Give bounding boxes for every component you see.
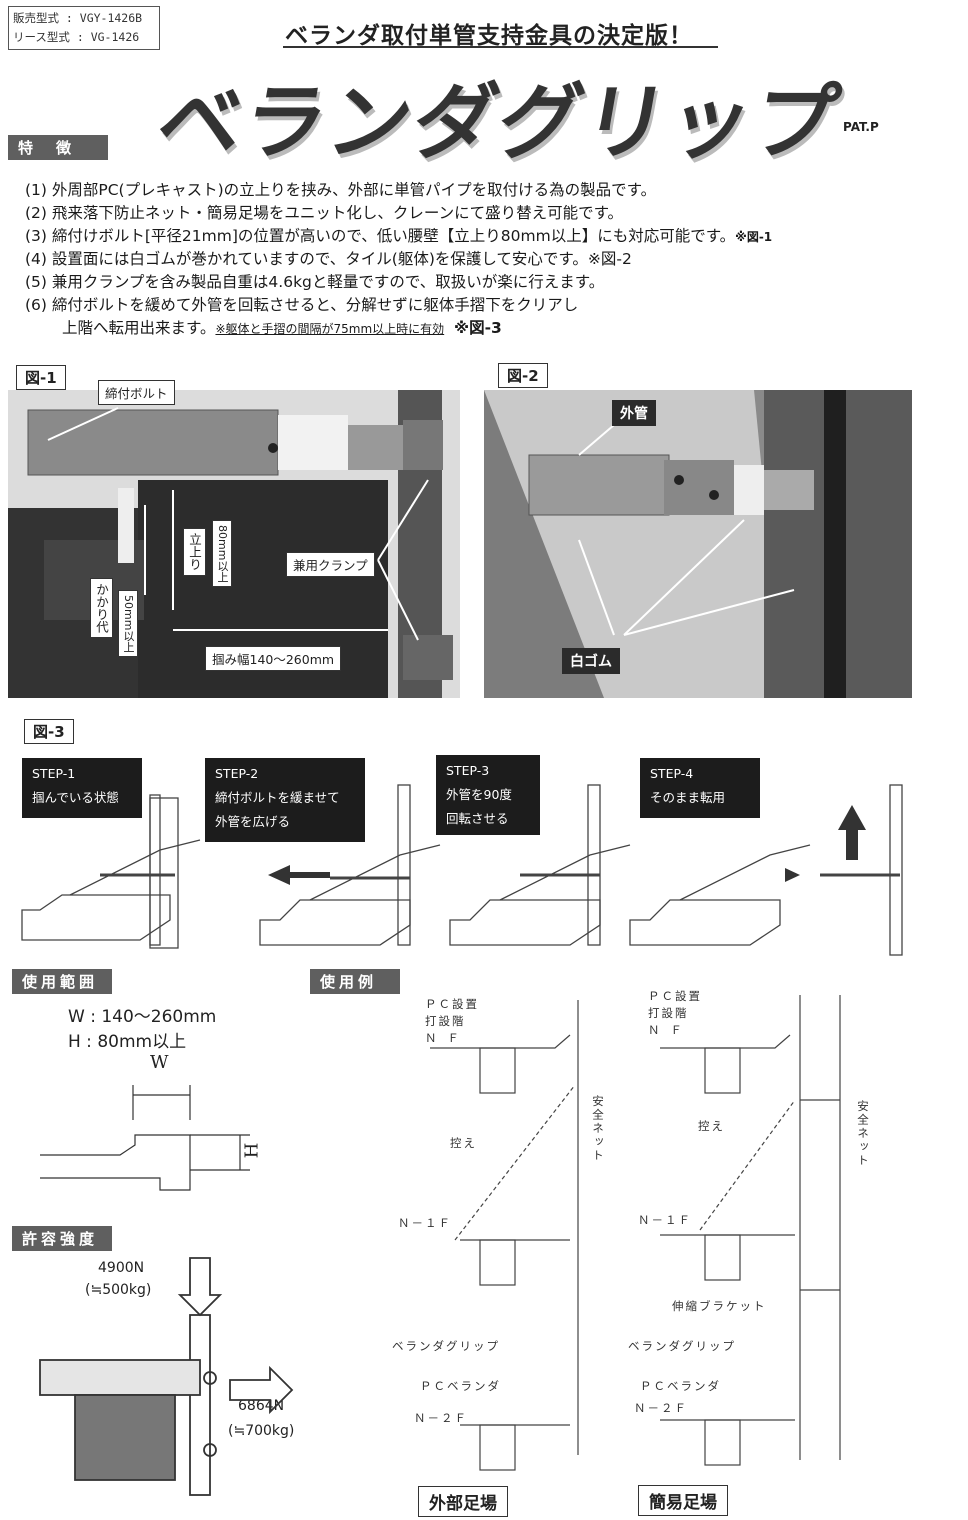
model-number-box: 販売型式 : VGY-1426B リース型式 : VG-1426 [8,6,160,50]
strength-horizontal-kg: (≒700kg) [228,1423,295,1439]
fig2-label: 図-2 [498,363,548,388]
left-nf: Ｎ Ｆ [425,1031,461,1045]
features-heading: 特 徴 [8,135,108,160]
feature-item-2: (2) 飛来落下防止ネット・簡易足場をユニット化し、クレーンにて盛り替え可能です… [25,204,624,222]
step-4-box: STEP-4 そのまま転用 [640,758,760,818]
right-casting-floor: 打設階 [648,1006,689,1020]
tagline-underline [283,46,718,48]
feature-item-6-cont: 上階へ転用出来ます。※躯体と手摺の間隔が75mm以上時に有効 ※図-3 [62,319,502,337]
right-net: 安全ネット [856,1100,870,1168]
feature-item-3: (3) 締付けボルト[平径21mm]の位置が高いので、低い腰壁【立上り80mm以… [25,227,773,245]
feature-6-ref: ※図-3 [454,319,502,337]
sale-model: 販売型式 : VGY-1426B [13,11,143,25]
right-grip: ベランダグリップ [628,1339,736,1353]
right-example-title: 簡易足場 [638,1485,728,1516]
fig1-hook-value: 50mm以上 [118,590,138,658]
right-pc-veranda: ＰＣベランダ [640,1379,721,1393]
feature-6-note: ※躯体と手摺の間隔が75mm以上時に有効 [215,322,445,336]
feature-item-5: (5) 兼用クランプを含み製品自重は4.6kgと軽量ですので、取扱いが楽に行えま… [25,273,605,291]
right-bracket: 伸縮ブラケット [672,1299,767,1313]
fig3-label: 図-3 [24,719,74,744]
left-pc-veranda: ＰＣベランダ [420,1379,501,1393]
step-3-text: 外管を90度 [446,787,512,802]
usage-range-heading: 使用範囲 [12,969,112,994]
step-3-box: STEP-3 外管を90度 回転させる [436,755,540,835]
left-example-title: 外部足場 [418,1486,508,1517]
feature-item-1: (1) 外周部PC(プレキャスト)の立上りを挟み、外部に単管パイプを取付ける為の… [25,181,657,199]
strength-heading: 許容強度 [12,1226,112,1251]
usage-range-w: W : 140～260mm [68,1007,217,1027]
right-n1f: Ｎ－１Ｆ [638,1213,692,1227]
usage-w-dim: W [150,1052,169,1073]
step-3-text2: 回転させる [446,811,509,826]
left-pc-floor: ＰＣ設置 [425,997,479,1011]
step-2-title: STEP-2 [215,766,259,781]
examples-diagram [430,995,841,1471]
strength-vertical: 4900N [98,1260,145,1276]
fig2-illustration [484,390,912,698]
right-n2f: Ｎ－２Ｆ [634,1401,688,1415]
fig1-label: 図-1 [16,365,66,390]
step-4-title: STEP-4 [650,766,694,781]
strength-diagram [39,1257,294,1496]
lease-model: リース型式 : VG-1426 [13,30,140,44]
left-net: 安全ネット [591,1095,605,1163]
fig2-photo [484,390,912,698]
feature-item-4: (4) 設置面には白ゴムが巻かれていますので、タイル(躯体)を保護して安心です。… [25,250,632,268]
left-grip: ベランダグリップ [392,1339,500,1353]
step-4-text: そのまま転用 [650,790,726,805]
fig1-rise-value: 80mm以上 [212,520,232,588]
fig1-grip-width-label: 掴み幅140～260mm [205,646,342,671]
tagline: ベランダ取付単管支持金具の決定版！ [285,23,693,49]
step-1-title: STEP-1 [32,766,76,781]
fig2-white-rubber-label: 白ゴム [562,648,620,674]
fig1-rise-label: 立上り [183,528,206,576]
patent-mark: PAT.P [843,120,879,134]
right-stay: 控え [698,1119,725,1133]
fig1-clamp-label: 兼用クランプ [286,552,375,577]
feature-item-6: (6) 締付ボルトを緩めて外管を回転させると、分解せずに躯体手摺下をクリアし [25,296,579,314]
feature-3-ref: ※図-1 [735,230,773,244]
left-n2f: Ｎ－２Ｆ [414,1411,468,1425]
strength-vertical-kg: (≒500kg) [85,1282,152,1298]
fig1-bolt-label: 締付ボルト [98,380,175,405]
right-nf: Ｎ Ｆ [648,1023,684,1037]
usage-range-diagram [40,1085,250,1191]
examples-heading: 使用例 [310,969,400,994]
product-title: ベランダグリップ [150,74,848,171]
right-pc-floor: ＰＣ設置 [648,989,702,1003]
usage-range-h: H : 80mm以上 [68,1032,187,1052]
left-n1f: Ｎ－１Ｆ [398,1216,452,1230]
fig2-outer-pipe-label: 外管 [612,400,656,426]
left-casting-floor: 打設階 [425,1014,466,1028]
step-1-box: STEP-1 掴んでいる状態 [22,758,142,818]
left-stay: 控え [450,1136,477,1150]
step-1-text: 掴んでいる状態 [32,790,119,805]
step-2-text: 締付ボルトを緩ませて [215,790,340,805]
fig1-photo [8,390,460,698]
fig3-steps-illustration [21,784,903,956]
fig1-hook-label: かかり代 [90,578,113,638]
step-2-box: STEP-2 締付ボルトを緩ませて 外管を広げる [205,758,365,842]
step-3-title: STEP-3 [446,763,490,778]
step-2-text2: 外管を広げる [215,814,291,829]
